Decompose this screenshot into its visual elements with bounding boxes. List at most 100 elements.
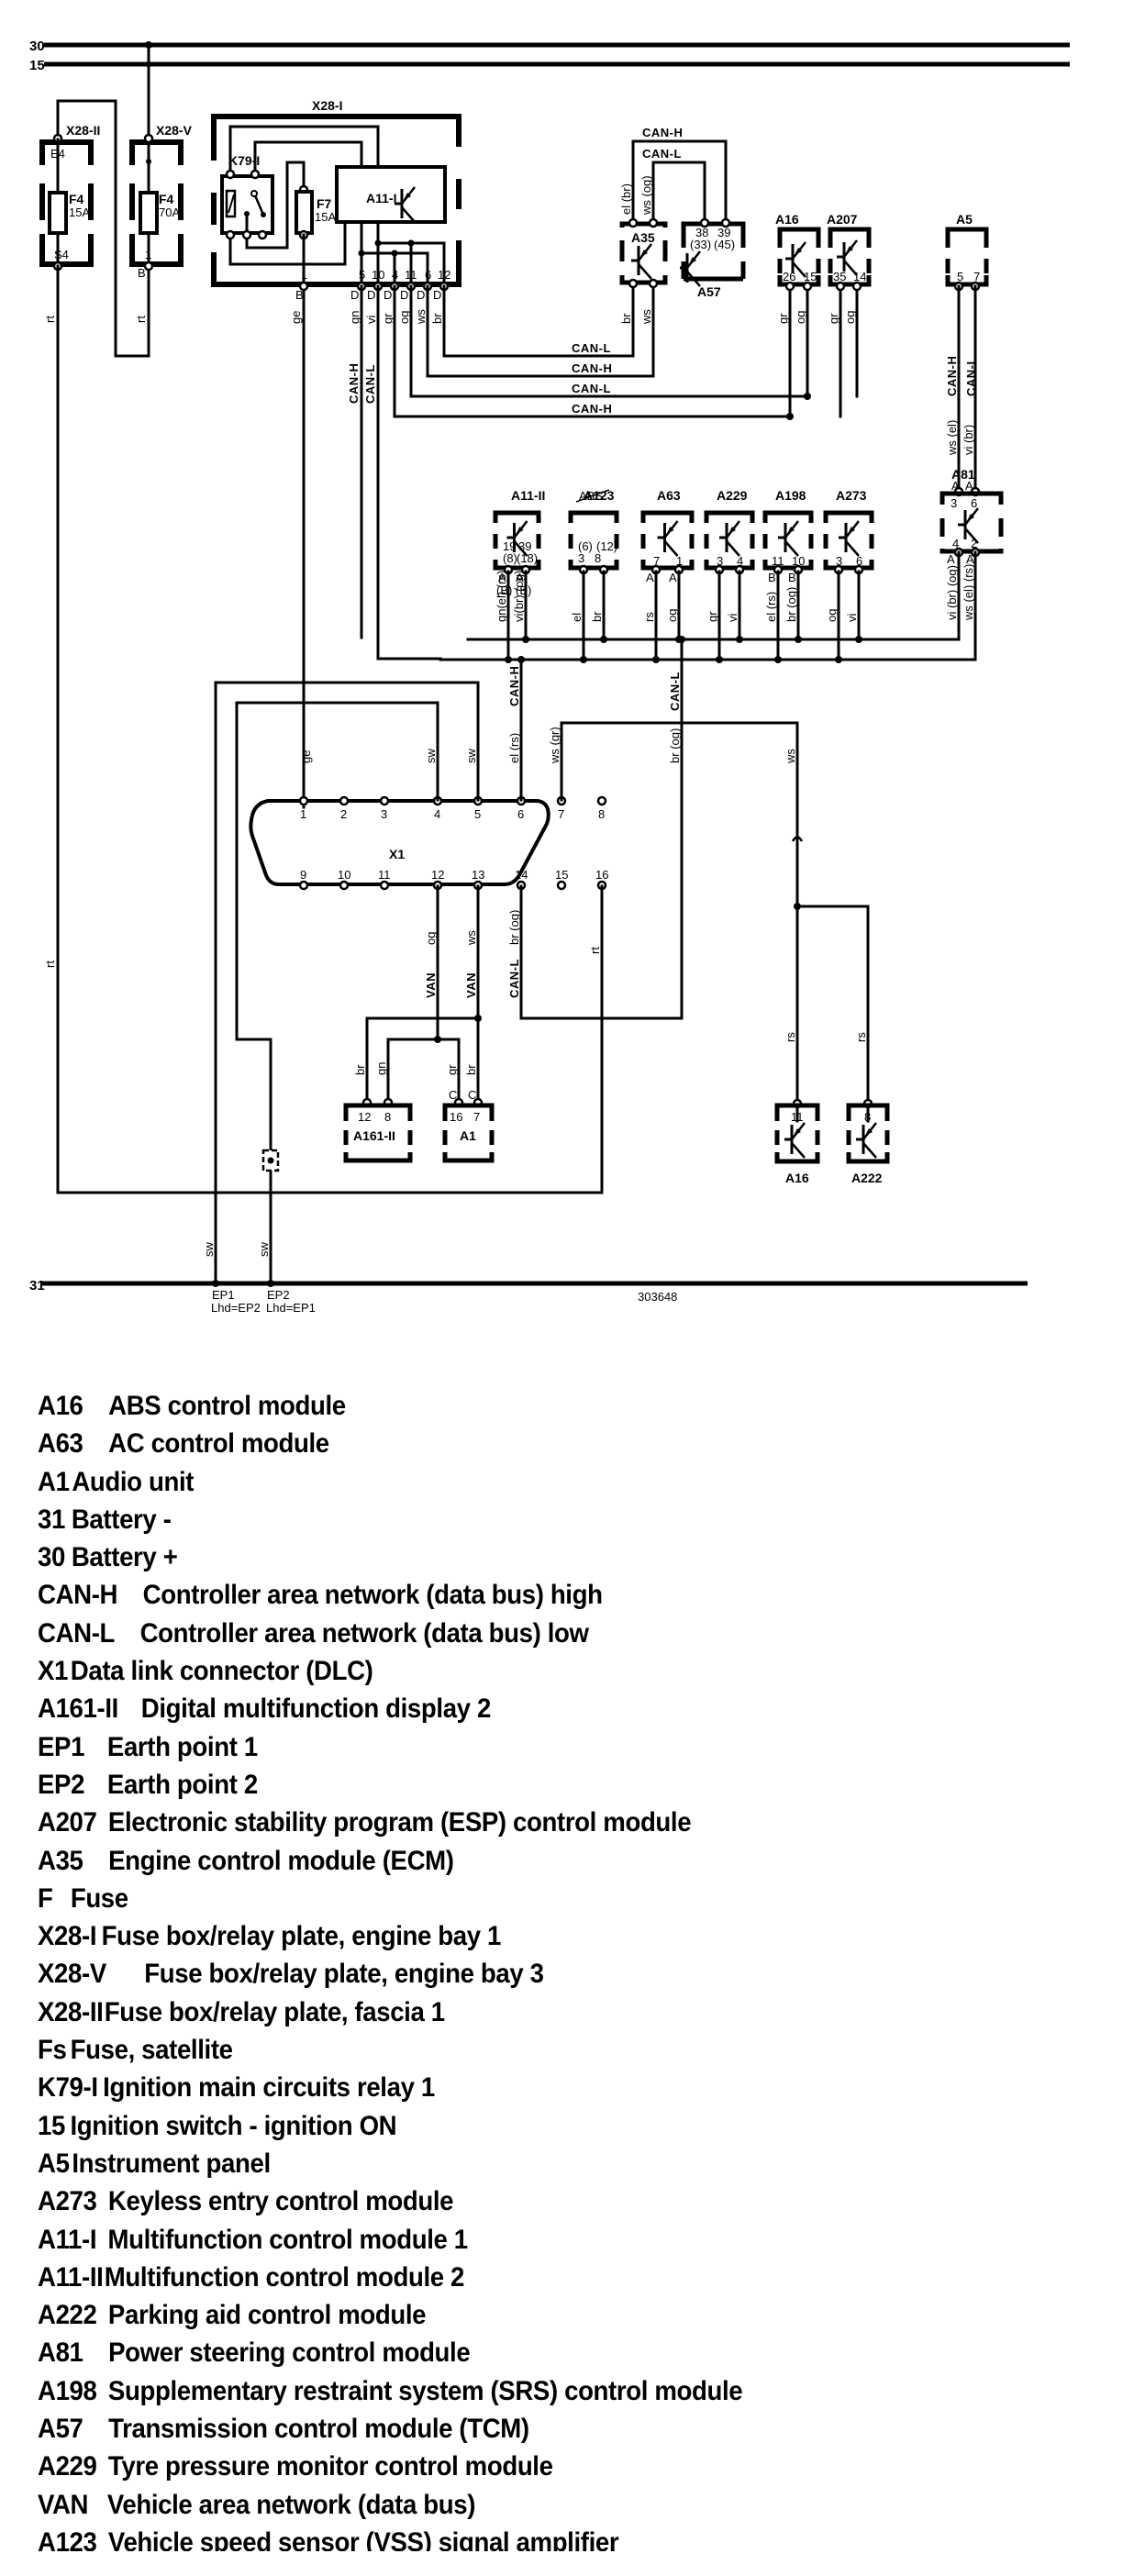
wiring-diagram: 30 15 31 303648 X28-II E4 F4 15A S4 X28-…: [29, 39, 1070, 1316]
legend-description: Digital multifunction display 2: [140, 1693, 492, 1725]
x1-pin-terminal: [339, 880, 350, 891]
x1-label: X1: [389, 847, 405, 861]
fuse-f4-15a: [48, 191, 68, 235]
a123-wire-2: br: [590, 611, 604, 622]
a5-label: A5: [956, 212, 973, 227]
relay-coil-icon: [225, 189, 237, 218]
ep2-wire: sw: [257, 1242, 271, 1258]
module-a161-ii: br gn 12 8 A161-II: [343, 1062, 413, 1163]
a1-pin-2: 7: [473, 1110, 480, 1124]
a81-pin-t1: 3: [951, 496, 957, 510]
bus-label-van-2: VAN: [464, 972, 478, 998]
legend-description: Battery +: [71, 1542, 178, 1573]
rail-31-label: 31: [29, 1278, 45, 1294]
legend-code: 15: [38, 2110, 65, 2141]
bus-label-can-h-2: CAN-H: [572, 402, 612, 416]
legend-description: ABS control module: [108, 1391, 346, 1421]
x1-pin-number: 15: [555, 868, 568, 882]
x1-pin-terminal: [556, 880, 567, 891]
a207-wire-2: og: [843, 311, 857, 324]
a81-conn-b1: A: [947, 552, 955, 566]
ep2-label: EP2: [267, 1288, 290, 1302]
legend-code: A81: [38, 2337, 83, 2369]
x28-i-pin-connector: D: [400, 288, 408, 302]
bus-label-can-h-x1: CAN-H: [507, 666, 521, 706]
a229-label: A229: [717, 488, 748, 503]
legend-description: Controller area network (data bus) high: [142, 1580, 603, 1611]
a123-label: A123: [584, 488, 615, 503]
legend-code: A273: [38, 2186, 97, 2217]
module-a81: A81 A A 3 6 4 2 A A vi (br) (og) ws (el)…: [940, 467, 1004, 661]
legend-description: Ignition switch - ignition ON: [70, 2110, 397, 2141]
x28-v-fuse-rating: 70A: [159, 205, 180, 219]
a123-pin-2-a: (12): [596, 539, 617, 553]
module-a222: rs 8 A222: [846, 1032, 890, 1185]
a11-i-ecu-icon: [393, 185, 417, 224]
ground-ep1: sw EP1 Lhd=EP2: [202, 1242, 261, 1316]
x1-wire-canl: br (og): [668, 728, 682, 763]
a123-pin-1-a: (6): [578, 539, 593, 553]
x1-pin-terminal: [379, 795, 390, 806]
fuse-box-x28-v: X28-V F4 70A 1 B rt: [114, 43, 193, 358]
legend-code: X28-V: [38, 1959, 106, 1990]
x1-wire-6: el (rs): [507, 733, 521, 763]
a11_ii-conn-2-alt: (B): [516, 583, 531, 597]
legend-code: A161-II: [38, 1693, 118, 1725]
x1-wire-4: sw: [424, 749, 438, 764]
x28-v-wire-color: rt: [134, 316, 148, 323]
can-harness-middle: [376, 638, 977, 661]
a273-wire-2: vi: [845, 614, 859, 623]
legend-code: A63: [38, 1428, 83, 1460]
legend-code: A198: [38, 2375, 97, 2406]
bus-label-can-l-a57: CAN-L: [642, 147, 682, 161]
x1-wire-7: ws (gr): [548, 727, 562, 764]
legend-item: X28-IIFuse box/relay plate, fascia 1: [38, 1993, 1008, 2031]
module-a11-i: [335, 165, 447, 224]
x28-ii-fuse-rating: 15A: [69, 205, 90, 219]
legend-description: Transmission control module (TCM): [108, 2414, 529, 2445]
a35-wire-top-1: el (br): [619, 183, 633, 215]
module-a57: 38 39 (33) (45) A57: [678, 217, 746, 299]
bus-label-can-l-x1: CAN-L: [668, 672, 682, 711]
legend-item: A1Audio unit: [38, 1463, 1008, 1501]
a161-ii-label: A161-II: [353, 1128, 395, 1143]
a198-conn-2: B: [788, 571, 796, 584]
a273-pin-1: 3: [836, 554, 842, 568]
a57-pin-1-alt: (33): [690, 238, 711, 251]
a229-pin-2: 4: [737, 554, 743, 568]
legend-description: Audio unit: [72, 1466, 195, 1497]
a5-pin-1: 5: [957, 270, 963, 283]
a63-wire-2: og: [665, 609, 679, 622]
x28-ii-label: X28-II: [66, 123, 100, 138]
a16-pin-2: 15: [804, 270, 817, 283]
a5-wire-1: ws (el): [945, 420, 959, 456]
ep1-note: Lhd=EP2: [211, 1301, 261, 1315]
fuse-box-x28-ii: X28-II E4 F4 15A S4: [39, 99, 117, 358]
a207-label: A207: [827, 212, 858, 227]
legend-description: Earth point 1: [106, 1731, 258, 1762]
x28-i-pin-connector: D: [433, 288, 441, 302]
a198-wire-1: el (rs): [764, 592, 778, 622]
x1-pin-terminal: [379, 880, 390, 891]
a123-wire-1: el: [570, 613, 584, 622]
x28-ii-fuse-label: F4: [69, 192, 84, 206]
module-a5: A5 5 7 CAN-H CAN-L ws (el) vi (br): [945, 212, 989, 492]
a11_ii-pin-2-b: (18): [517, 551, 538, 565]
x28-i-pin-number: 10: [372, 268, 384, 282]
bus-label-can-h-a57: CAN-H: [642, 126, 683, 139]
legend-code: A11-II: [38, 2261, 104, 2293]
a123-pin-2-b: 8: [595, 551, 601, 565]
